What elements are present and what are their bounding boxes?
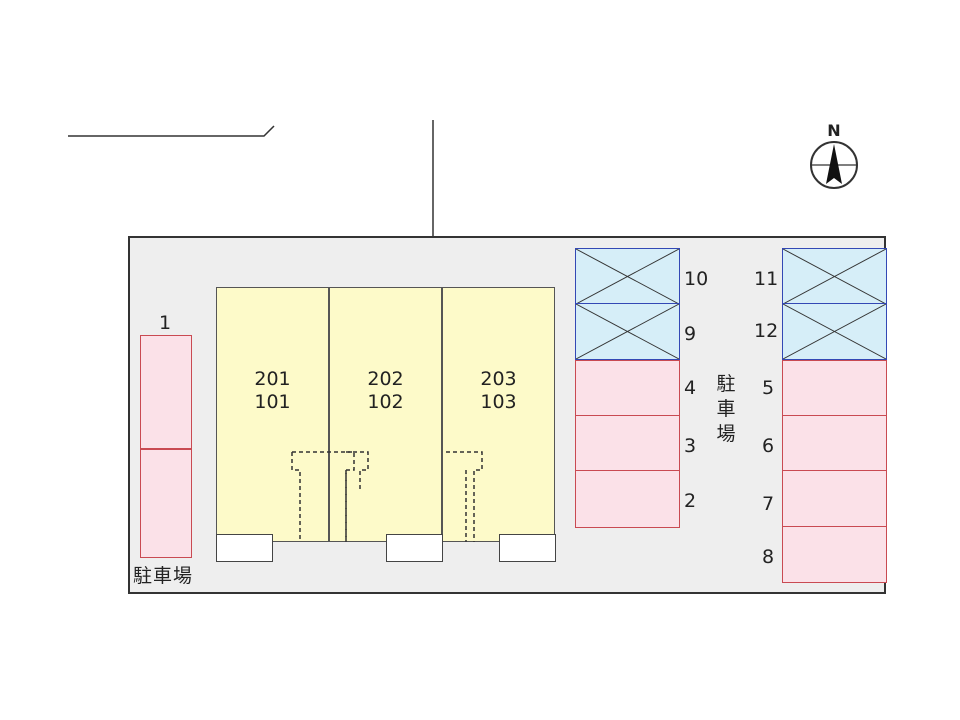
covered-parking-space-12 (782, 303, 887, 360)
unit-number-upper: 202 (367, 368, 404, 390)
parking-space-number: 5 (762, 377, 775, 399)
parking-space-2 (575, 470, 680, 528)
entrance-step (216, 534, 273, 562)
parking-space-number: 8 (762, 546, 775, 568)
parking-space-number: 6 (762, 435, 775, 457)
parking-space-number: 1 (159, 312, 172, 334)
parking-space-number: 3 (684, 435, 697, 457)
covered-parking-space-10 (575, 248, 680, 305)
parking-space-7 (782, 470, 887, 528)
compass-icon (810, 141, 858, 189)
unit-block-3 (442, 287, 555, 542)
parking-space-number: 2 (684, 490, 697, 512)
parking-space-8 (782, 526, 887, 583)
unit-number-lower: 101 (254, 391, 291, 413)
parking-space-1 (140, 335, 192, 558)
unit-block-2 (329, 287, 442, 542)
unit-number-lower: 102 (367, 391, 404, 413)
unit-number-upper: 201 (254, 368, 291, 390)
parking-space-number: 7 (762, 493, 775, 515)
parking-space-number: 12 (754, 320, 779, 342)
parking-space-number: 10 (684, 268, 709, 290)
parking-space-5 (782, 360, 887, 417)
unit-block-1 (216, 287, 329, 542)
parking-space-4 (575, 360, 680, 417)
parking-space-number: 4 (684, 377, 697, 399)
entrance-step (499, 534, 556, 562)
unit-number-upper: 203 (480, 368, 517, 390)
unit-number-lower: 103 (480, 391, 517, 413)
entrance-step (386, 534, 443, 562)
parking-label: 駐車場 (133, 565, 194, 587)
parking-space-number: 9 (684, 323, 697, 345)
covered-parking-space-9 (575, 303, 680, 360)
parking-space-3 (575, 415, 680, 472)
parking-label-vertical: 駐車場 (716, 373, 736, 445)
parking-space-6 (782, 415, 887, 472)
compass-north-label: N (827, 121, 841, 140)
parking-space-number: 11 (754, 268, 779, 290)
compass: N (806, 122, 862, 194)
covered-parking-space-11 (782, 248, 887, 305)
parking-space-divider (140, 448, 192, 450)
